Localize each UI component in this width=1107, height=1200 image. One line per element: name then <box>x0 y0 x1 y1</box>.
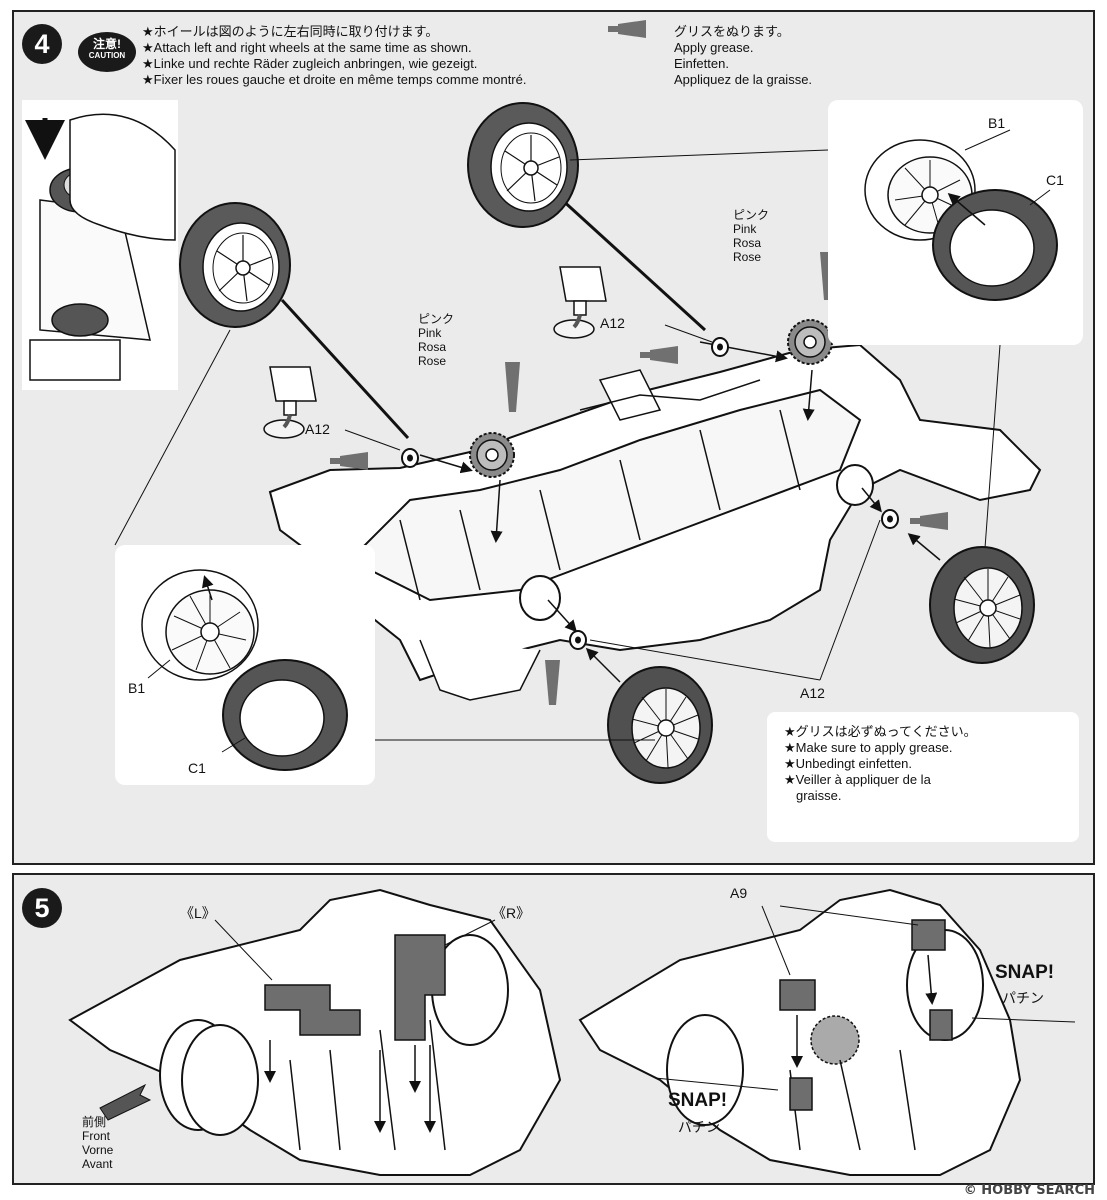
watermark: © HOBBY SEARCH <box>963 1183 1095 1198</box>
assembly-arrows <box>419 341 941 683</box>
front-label: 前側 Front Vorne Avant <box>82 1115 113 1171</box>
pink-de: Rosa <box>733 236 762 250</box>
grease-tube-2 <box>640 346 678 364</box>
part-c1-label-left: C1 <box>188 760 206 776</box>
caution-jp: 注意! <box>93 37 121 51</box>
leader-lines <box>114 129 1051 753</box>
step-5-number: 5 <box>22 888 62 928</box>
grease-en: Apply grease. <box>674 40 754 55</box>
front-en: Front <box>82 1129 111 1143</box>
a9-part-2 <box>911 919 946 951</box>
note-de: ★Unbedingt einfetten. <box>784 756 913 771</box>
part-a12-label-3: A12 <box>800 685 825 701</box>
snap-label-left: SNAP! <box>668 1090 728 1111</box>
wheel-rear-left <box>467 102 579 228</box>
wheel-front-left <box>179 202 291 328</box>
wheel-front-right <box>607 666 713 784</box>
part-b1-label-left: B1 <box>128 680 146 696</box>
right-part-label: 《R》 <box>492 905 531 921</box>
wheel-inset-left <box>115 545 375 785</box>
instruction-en: ★Attach left and right wheels at the sam… <box>142 40 472 55</box>
pink-gear-left <box>469 432 515 478</box>
grease-tube-1 <box>330 452 368 470</box>
axle-shafts <box>280 196 707 440</box>
note-fr-cont: graisse. <box>796 788 842 803</box>
grease-note-box <box>767 712 1079 842</box>
left-part-label: 《L》 <box>180 905 216 921</box>
bearing-a12-4 <box>881 509 899 529</box>
pink-fr: Rose <box>733 250 762 264</box>
caution-en: CAUTION <box>88 51 126 60</box>
bearing-a12-2 <box>711 337 729 357</box>
a9-part-1 <box>779 979 816 1011</box>
snap-label-right: SNAP! <box>995 962 1055 983</box>
note-fr: ★Veiller à appliquer de la <box>784 772 931 787</box>
chassis-step5-right <box>578 888 1076 1176</box>
grease-note-text: ★グリスは必ずぬってください。 ★Make sure to apply grea… <box>784 724 977 804</box>
part-a9-label: A9 <box>730 885 748 901</box>
front-arrow <box>99 1083 152 1121</box>
instruction-fr: ★Fixer les roues gauche et droite en mêm… <box>142 72 527 87</box>
grease-bottle-2 <box>552 265 608 340</box>
lock-part-right <box>394 934 446 1041</box>
pink-label-left: ピンク Pink Rosa Rose <box>418 312 454 368</box>
grease-de: Einfetten. <box>674 56 729 71</box>
step-4-number: 4 <box>22 24 62 64</box>
part-b1-label-right: B1 <box>988 115 1006 131</box>
grease-tube-legend <box>608 20 646 38</box>
part-c1-label-right: C1 <box>1046 172 1064 188</box>
grease-legend: グリスをぬります。 Apply grease. Einfetten. Appli… <box>674 24 812 88</box>
pink-fr: Rose <box>418 354 447 368</box>
pink-jp: ピンク <box>418 312 455 326</box>
chassis-step4 <box>268 343 1042 701</box>
hand-inset <box>22 100 178 390</box>
pink-jp: ピンク <box>733 208 770 222</box>
lock-part-left <box>264 984 361 1036</box>
front-fr: Avant <box>82 1157 113 1171</box>
bearing-a12-3 <box>569 630 587 650</box>
instructions-block: ★ホイールは図のように左右同時に取り付けます。 ★Attach left and… <box>142 24 526 88</box>
bearing-a12-1 <box>401 448 419 468</box>
front-jp: 前側 <box>82 1115 107 1129</box>
snap-jp-left: パチン <box>678 1119 720 1135</box>
grease-tube-3 <box>910 512 948 530</box>
pink-en: Pink <box>418 326 442 340</box>
grease-tubes-vertical <box>505 252 835 705</box>
part-a12-label-2: A12 <box>600 315 625 331</box>
part-a12-label-1: A12 <box>305 421 330 437</box>
pink-en: Pink <box>733 222 757 236</box>
pink-label-right: ピンク Pink Rosa Rose <box>733 208 769 264</box>
instruction-de: ★Linke und rechte Räder zugleich anbring… <box>142 56 478 71</box>
caution-badge: 注意! CAUTION <box>78 32 136 72</box>
pink-gear-right <box>787 319 833 365</box>
wheel-rear-right <box>929 546 1035 664</box>
note-jp: ★グリスは必ずぬってください。 <box>784 724 977 739</box>
wheel-inset-right <box>828 100 1083 345</box>
pink-de: Rosa <box>418 340 447 354</box>
grease-fr: Appliquez de la graisse. <box>674 72 813 87</box>
front-de: Vorne <box>82 1143 114 1157</box>
grease-jp: グリスをぬります。 <box>674 24 790 39</box>
instruction-jp: ★ホイールは図のように左右同時に取り付けます。 <box>142 24 439 39</box>
note-en: ★Make sure to apply grease. <box>784 740 953 755</box>
snap-jp-right: パチン <box>1002 990 1044 1006</box>
chassis-step5-left <box>68 888 562 1176</box>
